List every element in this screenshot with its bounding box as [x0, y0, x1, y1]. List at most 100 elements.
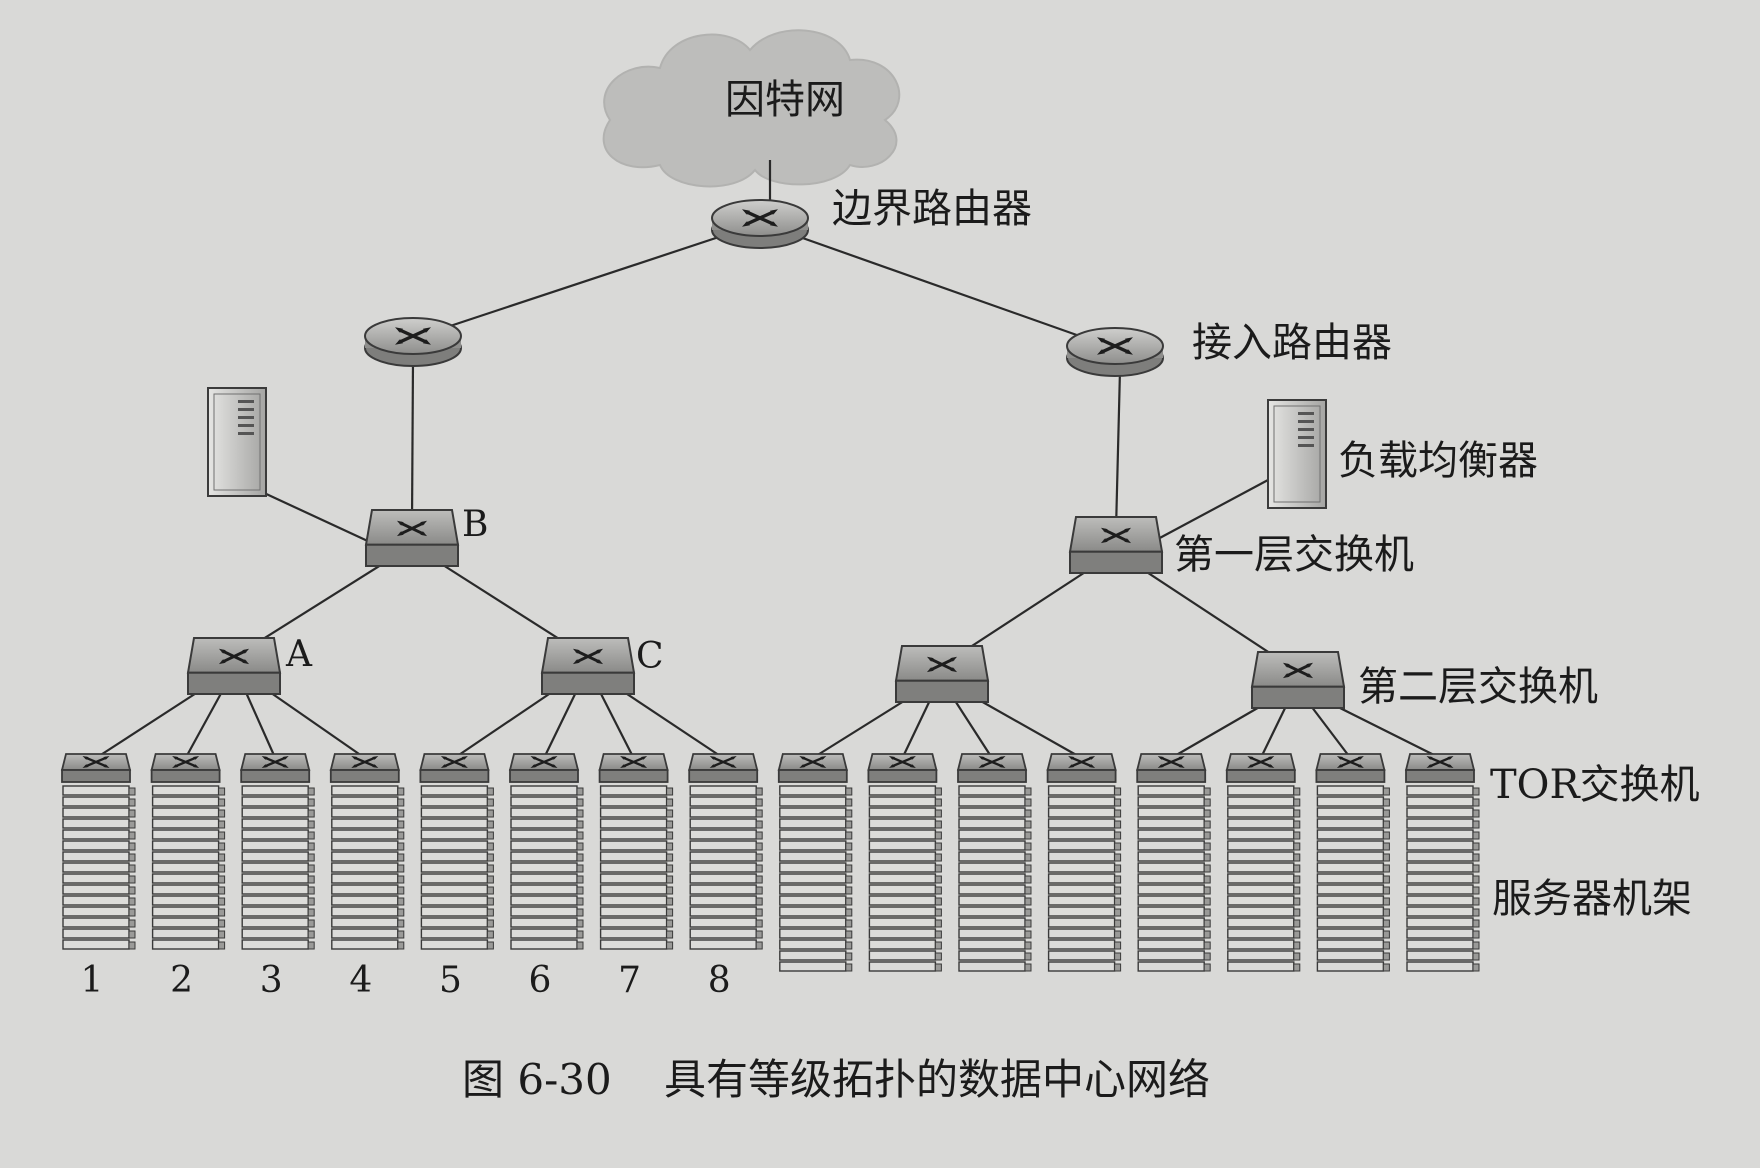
server-unit — [1047, 884, 1116, 895]
server-unit — [1316, 818, 1385, 829]
server-unit — [958, 884, 1026, 895]
server-unit-side — [486, 798, 494, 807]
server-unit — [1227, 873, 1295, 884]
server-unit-side — [576, 864, 584, 873]
server-rack — [958, 785, 1032, 972]
server-unit — [599, 807, 668, 818]
server-unit-side — [845, 820, 853, 829]
tor-switch — [598, 753, 669, 783]
server-unit-side — [755, 930, 763, 939]
server-unit — [599, 884, 668, 895]
server-unit — [151, 928, 220, 939]
server-unit — [62, 928, 130, 939]
server-unit — [1227, 851, 1295, 862]
server-unit — [599, 851, 668, 862]
server-unit — [1406, 884, 1474, 895]
server-unit — [868, 796, 937, 807]
server-unit-side — [1472, 787, 1480, 796]
link-agg4-tor16 — [1327, 701, 1441, 759]
server-unit-side — [576, 919, 584, 928]
access-router-right — [1066, 327, 1164, 377]
server-unit-side — [486, 930, 494, 939]
server-unit-side — [1293, 820, 1301, 829]
server-unit-side — [666, 919, 674, 928]
server-unit — [599, 818, 668, 829]
server-unit-side — [486, 919, 494, 928]
server-unit-side — [755, 787, 763, 796]
server-unit — [420, 807, 489, 818]
server-unit — [510, 785, 578, 796]
server-unit-side — [1114, 787, 1122, 796]
rack-number: 8 — [708, 960, 731, 1001]
server-unit-side — [1382, 897, 1390, 906]
server-unit — [1227, 906, 1295, 917]
server-unit-side — [128, 787, 136, 796]
server-unit — [1047, 906, 1116, 917]
server-unit — [1047, 829, 1116, 840]
server-unit — [331, 895, 399, 906]
server-unit — [868, 917, 937, 928]
link-agg3-tor9 — [812, 695, 913, 759]
server-unit — [599, 785, 668, 796]
server-unit — [958, 829, 1026, 840]
server-unit — [689, 829, 757, 840]
server-unit — [331, 862, 399, 873]
server-unit — [958, 796, 1026, 807]
server-unit — [241, 895, 309, 906]
server-unit — [241, 873, 309, 884]
server-unit-side — [845, 897, 853, 906]
server-unit — [868, 862, 937, 873]
server-unit-side — [218, 897, 226, 906]
server-unit — [331, 818, 399, 829]
server-unit-side — [1382, 941, 1390, 950]
server-unit-side — [1293, 842, 1301, 851]
server-unit — [1316, 917, 1385, 928]
server-unit-side — [1114, 842, 1122, 851]
server-unit — [1406, 840, 1474, 851]
server-unit-side — [397, 831, 405, 840]
rack-number: 7 — [618, 960, 641, 1001]
server-unit-side — [128, 919, 136, 928]
server-unit — [1406, 961, 1474, 972]
server-unit — [1137, 862, 1205, 873]
server-unit — [1227, 862, 1295, 873]
server-unit-side — [1024, 963, 1032, 972]
server-unit — [241, 807, 309, 818]
server-unit — [779, 873, 847, 884]
server-unit-side — [1203, 930, 1211, 939]
link-agg2-tor7 — [597, 687, 635, 759]
server-unit — [62, 884, 130, 895]
link-agg3-tor10 — [901, 695, 933, 759]
link-t1-e — [1135, 564, 1289, 666]
server-unit — [1316, 906, 1385, 917]
server-unit — [1227, 840, 1295, 851]
server-unit-side — [934, 875, 942, 884]
server-unit-side — [934, 952, 942, 961]
server-unit-side — [1293, 831, 1301, 840]
server-unit-side — [576, 798, 584, 807]
server-unit — [779, 829, 847, 840]
link-access-left-b — [410, 359, 415, 524]
server-unit — [1406, 906, 1474, 917]
server-unit-side — [845, 809, 853, 818]
server-unit — [689, 928, 757, 939]
server-unit — [331, 807, 399, 818]
server-rack — [1406, 785, 1480, 972]
server-unit — [599, 928, 668, 939]
server-unit-side — [576, 820, 584, 829]
server-unit — [420, 818, 489, 829]
server-unit-side — [845, 842, 853, 851]
server-unit-side — [934, 842, 942, 851]
server-unit-side — [755, 820, 763, 829]
server-unit-side — [307, 886, 315, 895]
server-unit — [1316, 939, 1385, 950]
server-unit — [1227, 829, 1295, 840]
server-unit-side — [1114, 930, 1122, 939]
server-unit — [599, 796, 668, 807]
server-unit-side — [1114, 897, 1122, 906]
server-unit — [689, 917, 757, 928]
server-unit-side — [128, 941, 136, 950]
server-unit — [1316, 862, 1385, 873]
server-unit-side — [666, 897, 674, 906]
